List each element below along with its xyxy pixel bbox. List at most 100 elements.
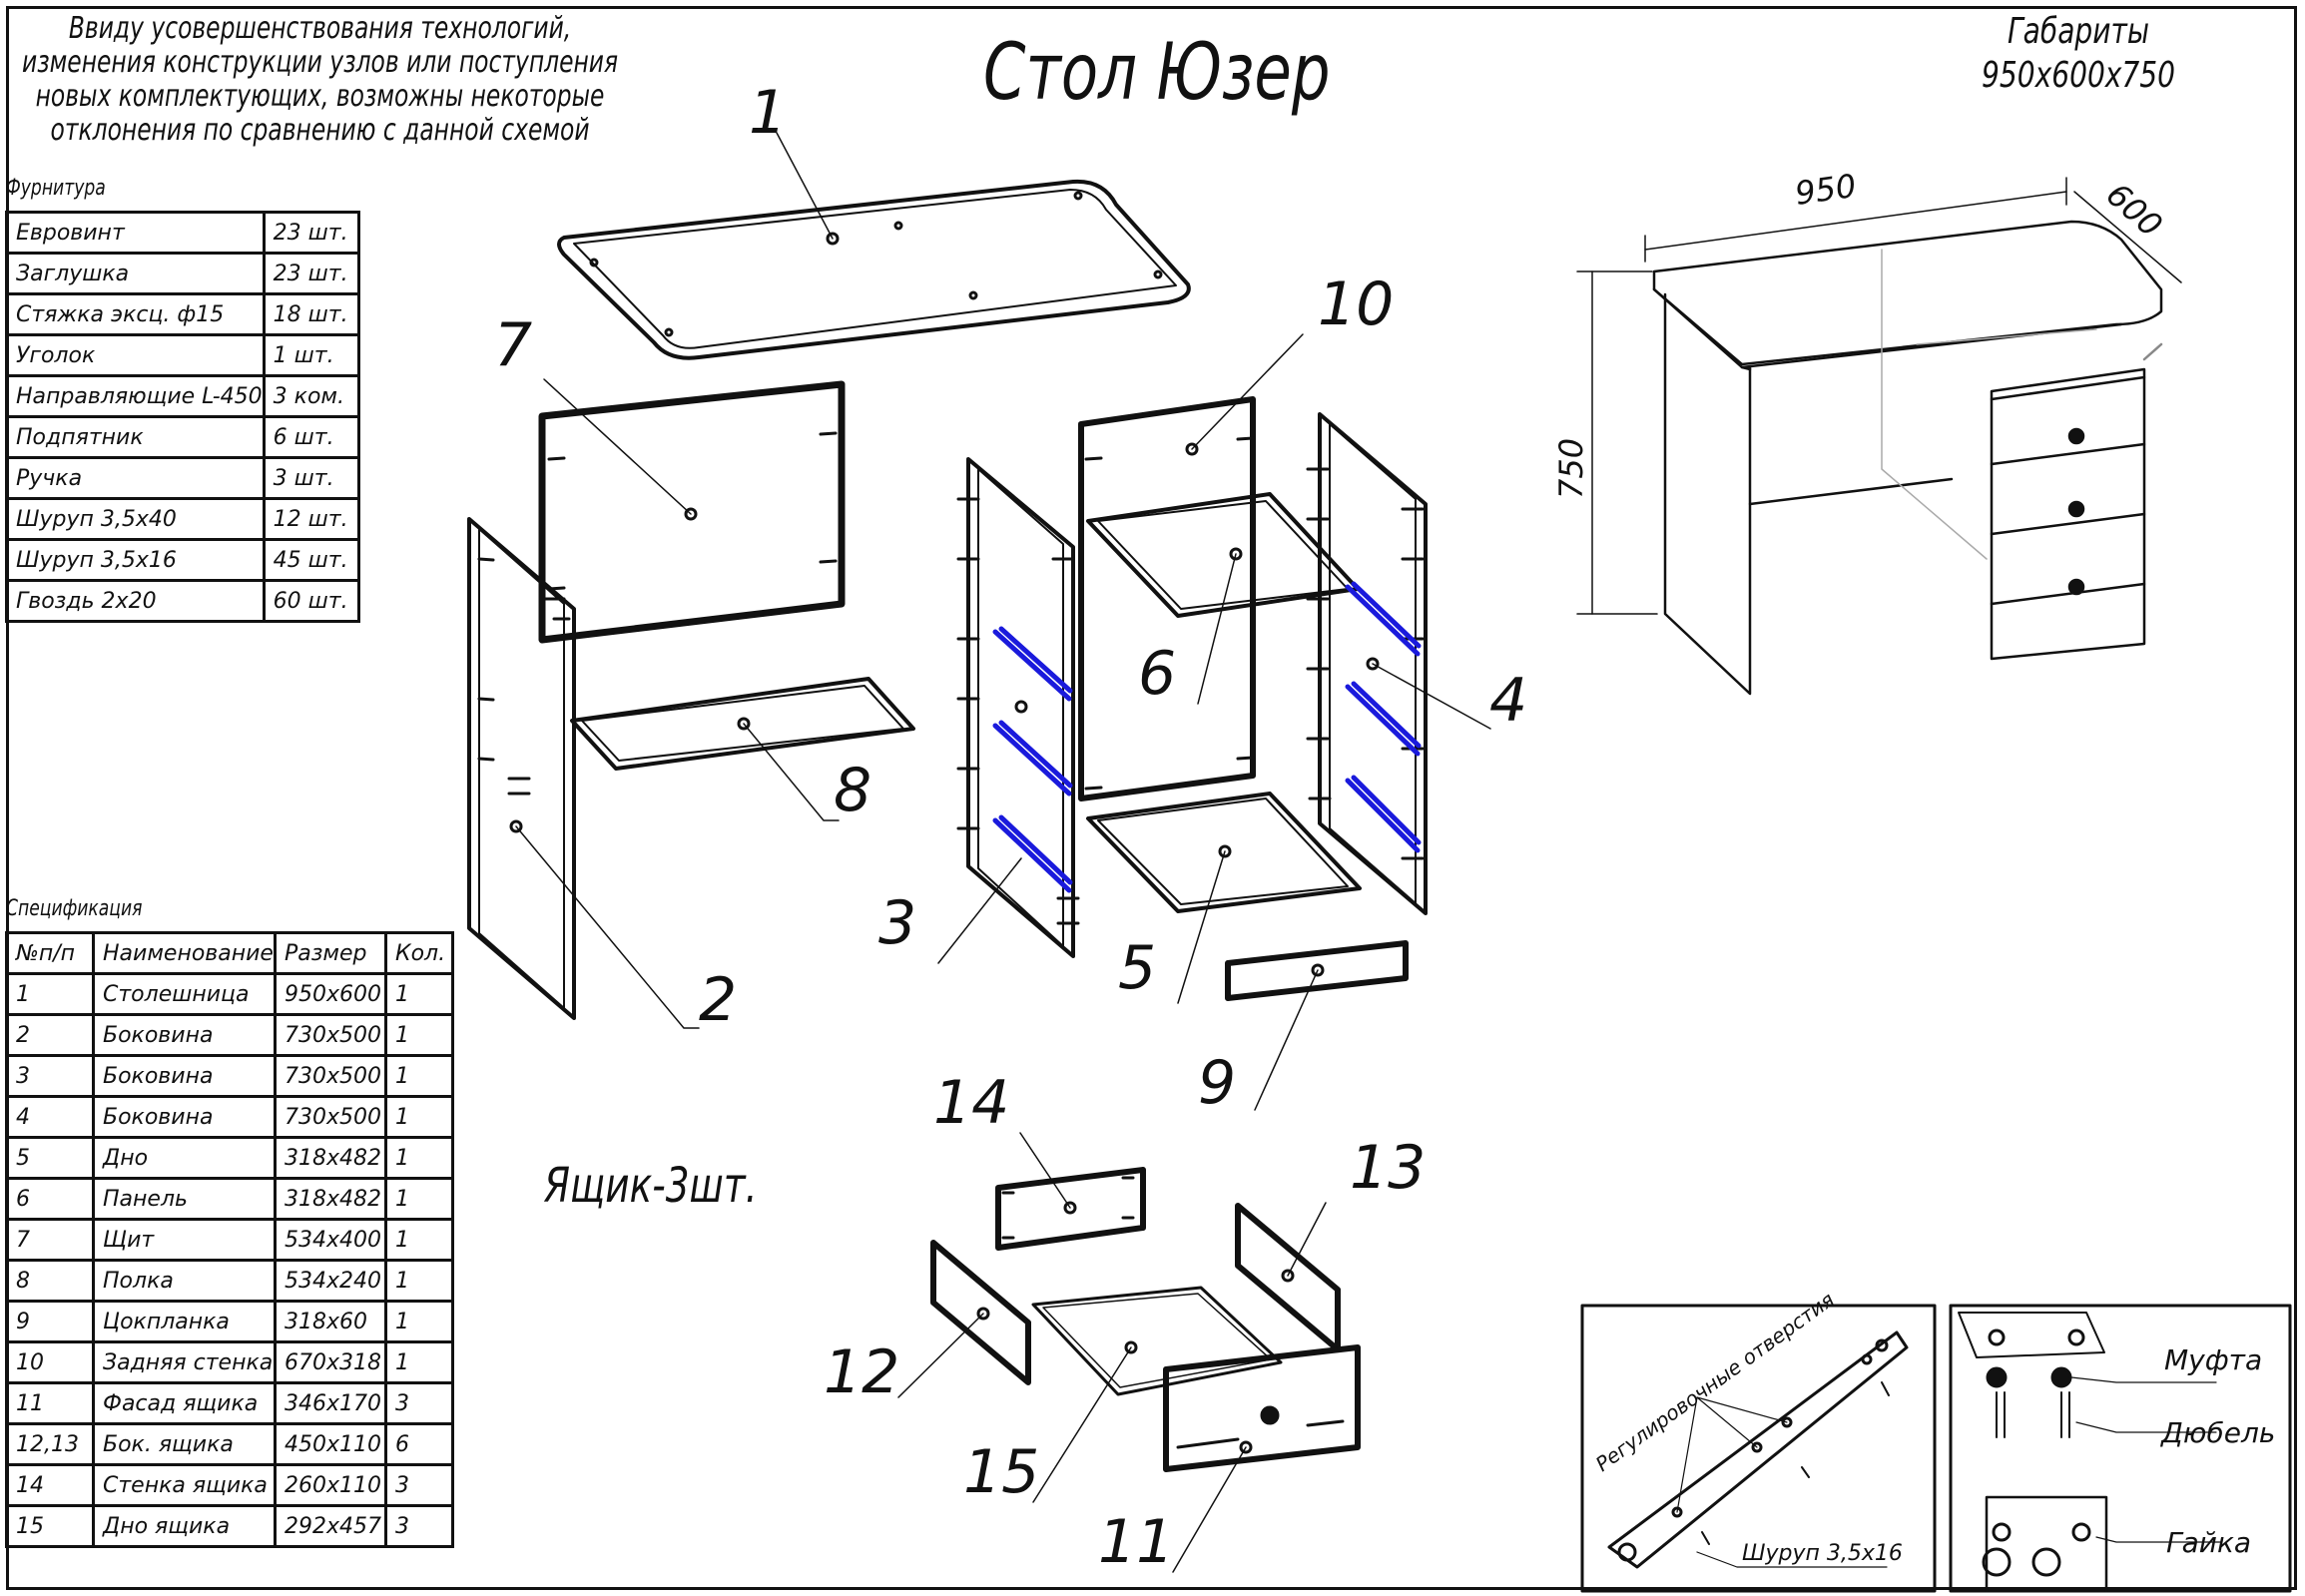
part-number-4: 4: [1489, 666, 1527, 736]
spec-row-cell: 10: [5, 1340, 95, 1384]
spec-row-cell: 15: [5, 1504, 95, 1548]
hardware-item-qty: 3 ком.: [262, 374, 360, 418]
part-number-7: 7: [494, 310, 532, 380]
spec-row-cell: 8: [5, 1259, 95, 1303]
part-3-side: [956, 457, 1080, 958]
spec-row-cell: 1: [383, 1013, 454, 1057]
drawing-title: Стол Юзер: [983, 28, 1331, 118]
hardware-item-qty: 18 шт.: [262, 292, 360, 336]
spec-row-cell: Боковина: [92, 1095, 277, 1139]
spec-row-cell: 318х482: [273, 1177, 387, 1221]
part-11-drawer-front: [1163, 1344, 1361, 1472]
hardware-item-qty: 3 шт.: [262, 456, 360, 500]
spec-row-cell: Столешница: [92, 972, 277, 1016]
spec-row-cell: 318х60: [273, 1300, 387, 1343]
spec-row-cell: 318х482: [273, 1136, 387, 1180]
spec-row-cell: Дно: [92, 1136, 277, 1180]
spec-row-cell: 14: [5, 1463, 95, 1507]
part-number-9: 9: [1198, 1048, 1236, 1118]
spec-row-cell: 12,13: [5, 1422, 95, 1466]
part-2-side: [467, 517, 576, 1020]
spec-row-cell: 260х110: [273, 1463, 387, 1507]
spec-header-row-cell: Размер: [273, 931, 387, 975]
spec-row-cell: 1: [383, 1259, 454, 1303]
spec-row-cell: 11: [5, 1381, 95, 1425]
part-number-13: 13: [1350, 1133, 1426, 1203]
part-number-12: 12: [824, 1337, 899, 1407]
spec-row-cell: 534х400: [273, 1218, 387, 1262]
spec-row-cell: 3: [5, 1054, 95, 1098]
spec-row-cell: Цокпланка: [92, 1300, 277, 1343]
part-number-14: 14: [933, 1068, 1009, 1138]
part-15-drawer-bottom: [1031, 1286, 1283, 1396]
hardware-item-name: Ручка: [5, 456, 266, 500]
hardware-item-qty: 23 шт.: [262, 211, 360, 255]
detail-label-holes: Регулировочные отверстия: [1591, 1288, 1839, 1476]
spec-row-cell: 1: [5, 972, 95, 1016]
part-4-side: [1306, 412, 1428, 915]
part-number-5: 5: [1118, 933, 1156, 1003]
spec-row-cell: Дно ящика: [92, 1504, 277, 1548]
spec-row-cell: 1: [383, 1218, 454, 1262]
dimension-depth: 600: [2099, 176, 2170, 245]
spec-row-cell: Стенка ящика: [92, 1463, 277, 1507]
spec-row-cell: 730х500: [273, 1095, 387, 1139]
overall-dimensions-label: Габариты: [2008, 11, 2150, 52]
hardware-item-name: Гвоздь 2х20: [5, 579, 266, 623]
part-number-11: 11: [1098, 1507, 1174, 1577]
hardware-item-qty: 12 шт.: [262, 497, 360, 541]
part-number-3: 3: [878, 888, 916, 958]
spec-row-cell: 7: [5, 1218, 95, 1262]
part-5-bottom: [1086, 792, 1362, 913]
part-12-drawer-side: [930, 1240, 1031, 1385]
overall-dimensions-value: 950х600х750: [1982, 55, 2176, 96]
spec-header-row-cell: Наименование: [92, 931, 277, 975]
part-number-1: 1: [749, 78, 787, 148]
detail-label-coupling: Муфта: [2164, 1343, 2262, 1376]
dimension-width: 950: [1793, 167, 1859, 213]
spec-row-cell: Боковина: [92, 1013, 277, 1057]
hardware-item-qty: 1 шт.: [262, 333, 360, 377]
spec-row-cell: 1: [383, 1300, 454, 1343]
detail-connector-box: [1949, 1304, 2292, 1593]
part-1-tabletop: [557, 179, 1191, 360]
spec-row-cell: Бок. ящика: [92, 1422, 277, 1466]
spec-row-cell: 346х170: [273, 1381, 387, 1425]
hardware-item-qty: 60 шт.: [262, 579, 360, 623]
spec-row-cell: 670х318: [273, 1340, 387, 1384]
hardware-item-qty: 45 шт.: [262, 538, 360, 582]
spec-row-cell: 292х457: [273, 1504, 387, 1548]
spec-row-cell: 3: [383, 1381, 454, 1425]
spec-row-cell: 534х240: [273, 1259, 387, 1303]
hardware-item-name: Подпятник: [5, 415, 266, 459]
spec-row-cell: 6: [5, 1177, 95, 1221]
part-number-6: 6: [1138, 639, 1176, 709]
hardware-item-name: Стяжка эксц. ф15: [5, 292, 266, 336]
spec-row-cell: Задняя стенка: [92, 1340, 277, 1384]
hardware-title: Фурнитура: [6, 176, 106, 201]
spec-row-cell: 1: [383, 1340, 454, 1384]
disclaimer-note: Ввиду усовершенствования технологий, изм…: [22, 11, 619, 148]
part-number-8: 8: [834, 756, 871, 825]
overall-dimensions: Габариты 950х600х750: [1982, 10, 2175, 98]
spec-header-row-cell: №п/п: [5, 931, 95, 975]
spec-header-row-cell: Кол.: [383, 931, 454, 975]
leader-lines: [515, 132, 1491, 1573]
